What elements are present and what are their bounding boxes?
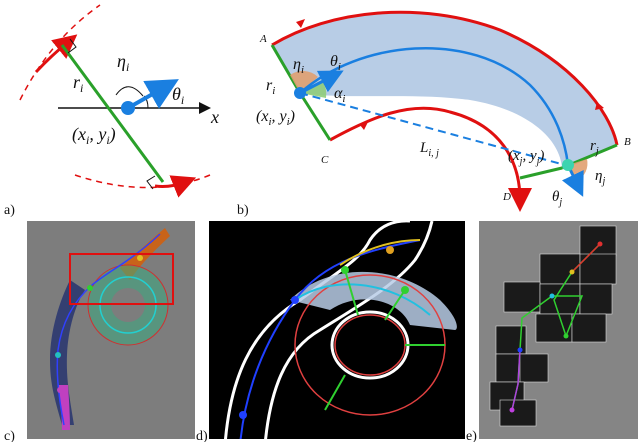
panel-b: A B C D ηi θi ri αi (xi, yi) Li, j (xj, … [237,10,631,218]
red-arrowhead-right [595,102,604,110]
node-d4 [386,246,394,254]
node-d1 [291,296,299,304]
theta-j-label: θj [552,189,562,208]
node-e6 [597,241,603,247]
red-arrowhead-inner [360,122,368,130]
coord-i-label: (xi, yi) [256,108,295,128]
right-angle-top [67,38,77,54]
panel-e-label: e) [466,429,477,442]
worm-tail [58,385,70,430]
node-c3 [87,285,93,291]
inner-boundary [329,106,532,212]
panel-d: d) [196,221,465,442]
yellow-arc-d [339,239,421,266]
skeleton-head [571,243,601,273]
panel-c-label: c) [4,429,15,442]
eta-wedge [290,70,318,93]
centerline [299,46,570,166]
theta-label: θi [172,84,184,107]
worm-centerline [56,233,161,426]
node-e5 [569,269,575,275]
red-arrow-top [34,34,78,74]
node-d2 [341,266,349,274]
node-e4 [563,333,569,339]
node-d5 [239,411,247,419]
spoke-d1 [344,269,359,316]
radius-line [60,44,165,183]
radius-label: ri [73,72,83,95]
r-j-label: rj [590,138,599,157]
L-line [299,92,566,166]
cyan-arc-d [294,283,431,316]
eta-i-label: ηi [293,56,304,76]
L-label: Li, j [419,140,439,159]
green-edge-D [519,166,563,180]
dashed-boundary-top [19,4,101,101]
panel-a-label: a) [4,203,15,218]
panel-a: ηi θi ri (xi, yi) x a) [4,4,219,218]
theta-i-label: θi [330,53,341,73]
direction-arrow [127,79,179,110]
eta-arc [115,86,144,97]
node-d3 [401,286,409,294]
corner-C: C [321,154,329,166]
center-point [121,101,135,115]
coord-label: (xi, yi) [72,124,116,147]
point-j [562,159,574,171]
node-e3 [549,293,555,299]
node-e1 [509,407,515,413]
spoke-d2 [384,289,406,321]
green-edge-A [270,44,302,94]
theta-i-arrow [299,70,344,95]
panel-c: c) [4,221,195,442]
dashed-boundary-bottom [74,174,211,189]
node-c2 [55,352,61,358]
node-e2 [517,347,523,353]
panel-e: e) [466,221,638,442]
point-i [294,87,306,99]
alpha-label: αi [334,85,345,105]
node-c4 [137,255,143,261]
r-i-label: ri [266,77,275,97]
hog-patches [489,225,617,427]
x-axis-label: x [210,107,219,127]
coord-j-label: (xj, yj) [508,148,544,167]
red-arrow-bottom [154,175,197,198]
eta-j-label: ηj [595,168,605,187]
panel-d-label: d) [196,429,208,442]
corner-B: B [624,136,631,148]
spoke-d3 [324,374,346,411]
right-angle-bottom [146,175,156,190]
body-band [272,12,617,169]
red-arrowhead-top [296,19,305,28]
eta-label: ηi [117,51,129,74]
skeleton-tail [511,349,521,411]
panel-b-label: b) [237,203,249,218]
zoom-rectangle [69,253,174,305]
corner-D: D [502,191,511,203]
green-edge-C [298,92,332,141]
node-c1 [57,387,63,393]
corner-A: A [259,33,267,45]
